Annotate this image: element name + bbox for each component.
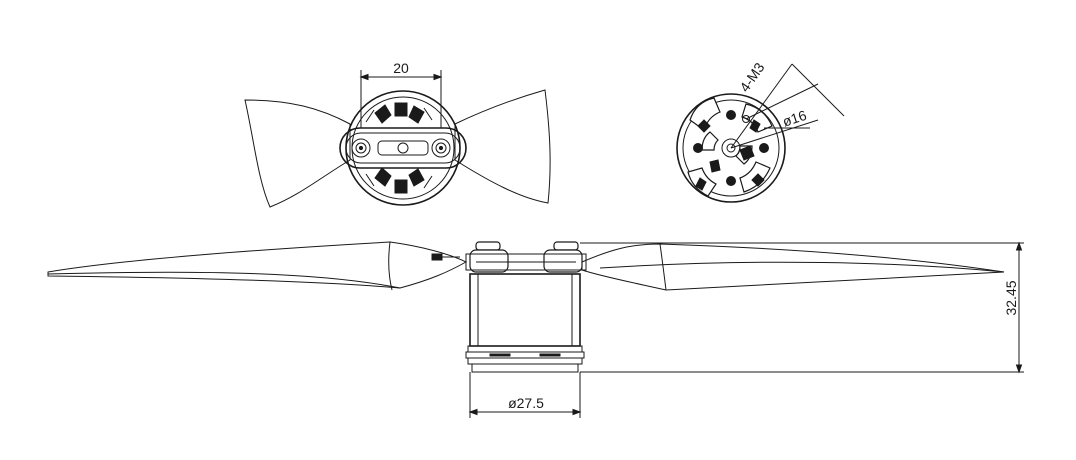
hole-circle-label: ø16	[781, 107, 809, 130]
side-left-blade-edge	[47, 271, 401, 289]
mount-holes	[693, 110, 769, 186]
side-left-blade-ridge	[388, 241, 393, 291]
prop-hub-plate-inner	[345, 132, 461, 164]
dim-mount-spacing: 20	[359, 60, 443, 128]
motor-bottom-view: 4-M3 ø16	[676, 59, 845, 203]
hole-spec-label: 4-M3	[736, 59, 768, 94]
center-bore	[397, 142, 409, 154]
connector-tab	[431, 253, 443, 261]
dim-motor-diameter-label: ø27.5	[508, 395, 544, 411]
motor-base-inner-ring	[682, 99, 780, 197]
dim-height: 32.45	[580, 241, 1024, 374]
stator-windings-lower	[365, 167, 433, 194]
dim-mount-spacing-label: 20	[393, 60, 409, 76]
center-slot	[377, 140, 429, 156]
propeller-top-view: 20	[244, 60, 551, 208]
side-hub	[465, 241, 587, 273]
dim-motor-diameter: ø27.5	[468, 372, 582, 418]
propeller-side-view: 32.45 ø27.5	[47, 241, 1024, 418]
motor-base-outline	[676, 93, 786, 203]
side-left-blade	[47, 241, 468, 289]
prop-hub-plate	[339, 127, 467, 169]
shaft-outer	[721, 138, 741, 158]
mount-screw-left	[351, 138, 371, 158]
stator-windings-upper	[365, 102, 433, 124]
shaft-inner	[726, 143, 736, 153]
mount-screw-right	[431, 138, 451, 158]
side-right-blade-ridge	[659, 243, 667, 291]
hole-callout: 4-M3 ø16	[730, 59, 845, 149]
base-windings	[695, 119, 765, 191]
dim-height-label: 32.45	[1003, 280, 1019, 315]
side-right-blade-edge	[599, 261, 1005, 273]
left-blade-outline	[244, 99, 351, 208]
right-blade-outline	[454, 89, 551, 204]
side-motor-body	[465, 273, 585, 373]
